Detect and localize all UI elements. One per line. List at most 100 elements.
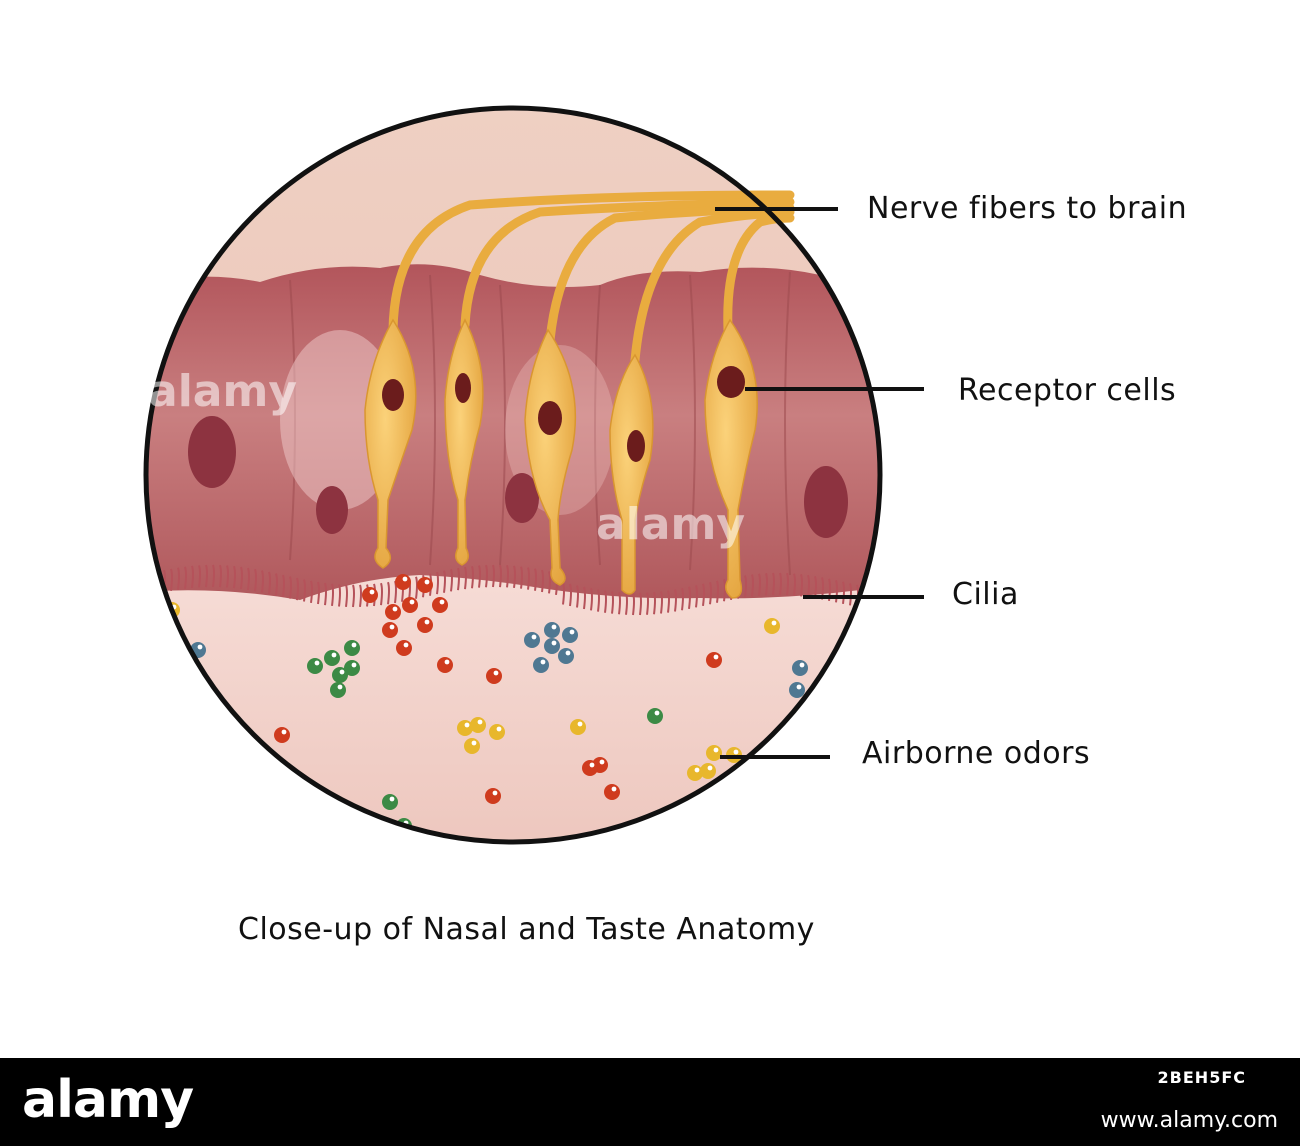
odor-molecule-highlight [540, 659, 546, 665]
odor-molecule [706, 745, 722, 761]
odor-molecule-highlight [611, 786, 617, 792]
odor-molecule [489, 724, 505, 740]
odor-molecule [432, 597, 448, 613]
odor-molecule-highlight [733, 749, 739, 755]
odor-molecule-highlight [389, 796, 395, 802]
anatomy-diagram [143, 105, 924, 845]
cilium [359, 584, 362, 608]
odor-molecule-highlight [569, 629, 575, 635]
cilium [289, 576, 292, 599]
cilium [485, 564, 488, 588]
cilium [261, 570, 264, 593]
odor-molecule [417, 617, 433, 633]
cilium [415, 576, 418, 599]
odor-molecule [558, 648, 574, 664]
cilium [758, 573, 761, 596]
cilium [618, 591, 621, 615]
cilium [443, 570, 446, 593]
cilium [800, 574, 803, 597]
cilium [765, 573, 768, 596]
label-cilia: Cilia [952, 577, 1019, 612]
odor-molecule-highlight [424, 579, 430, 585]
odor-molecule-highlight [351, 662, 357, 668]
odor-molecules [164, 574, 808, 834]
odor-molecule-highlight [599, 759, 605, 765]
odor-molecule-highlight [771, 620, 777, 626]
odor-molecule-highlight [577, 721, 583, 727]
odor-molecule-highlight [799, 662, 805, 668]
cilium [513, 565, 516, 589]
odor-molecule [604, 784, 620, 800]
cilium [590, 588, 593, 611]
odor-molecule [362, 587, 378, 603]
odor-molecule [570, 719, 586, 735]
odor-molecule-highlight [707, 765, 713, 771]
cilium [702, 583, 705, 606]
cilium [744, 575, 747, 598]
cilium [492, 564, 495, 588]
cilium [205, 564, 208, 588]
cilium [723, 578, 726, 602]
cilium [331, 583, 334, 607]
cilium [198, 565, 201, 588]
odor-molecule [544, 638, 560, 654]
cilium [184, 566, 187, 589]
odor-molecule-highlight [351, 642, 357, 648]
cilium [716, 580, 719, 603]
cilium [674, 589, 677, 612]
diagram-caption: Close-up of Nasal and Taste Anatomy [238, 912, 815, 947]
cilium [849, 583, 852, 606]
odor-molecule-highlight [331, 652, 337, 658]
cilium [583, 586, 586, 610]
cilium [191, 565, 194, 589]
footer-url[interactable]: www.alamy.com [1100, 1108, 1278, 1133]
cilium [296, 577, 299, 601]
cilium [660, 591, 663, 614]
cilium [597, 589, 600, 612]
cilium [814, 575, 817, 599]
cilium [786, 572, 789, 596]
magnifier-circle-border [143, 105, 883, 845]
cilium [534, 568, 537, 591]
cilium [527, 567, 530, 590]
cilium [275, 573, 278, 596]
cilium [639, 592, 642, 616]
odor-molecule [700, 763, 716, 779]
cilium [667, 590, 670, 613]
odor-molecule-highlight [589, 762, 595, 768]
cilium [436, 571, 439, 595]
cilium [576, 585, 579, 608]
odor-molecule [792, 660, 808, 676]
cilium [219, 564, 222, 588]
cilium [303, 579, 306, 602]
cilium [653, 591, 656, 615]
cilium [240, 566, 243, 590]
odor-molecule [385, 604, 401, 620]
odor-molecule [396, 640, 412, 656]
odor-molecule [470, 717, 486, 733]
odor-molecule-highlight [492, 790, 498, 796]
odor-molecule [437, 657, 453, 673]
odor-molecule-highlight [403, 642, 409, 648]
odor-molecule-highlight [369, 589, 375, 595]
odor-molecule [307, 658, 323, 674]
cilium [282, 574, 285, 598]
odor-molecule-highlight [439, 599, 445, 605]
cilium [835, 580, 838, 603]
odor-molecule-highlight [565, 650, 571, 656]
cilium [793, 573, 796, 596]
odor-molecule [382, 794, 398, 810]
cilium [807, 574, 810, 598]
odor-molecule [382, 622, 398, 638]
cilium [611, 591, 614, 614]
odor-molecule [402, 597, 418, 613]
cilium [471, 565, 474, 589]
odor-molecule [485, 788, 501, 804]
cilium [625, 592, 628, 615]
odor-molecule-highlight [424, 619, 430, 625]
label-airborne-odors: Airborne odors [862, 736, 1091, 771]
leader-lines [715, 207, 924, 759]
cilium [646, 592, 649, 615]
watermark-1: alamy [148, 366, 297, 417]
cilium [548, 571, 551, 594]
